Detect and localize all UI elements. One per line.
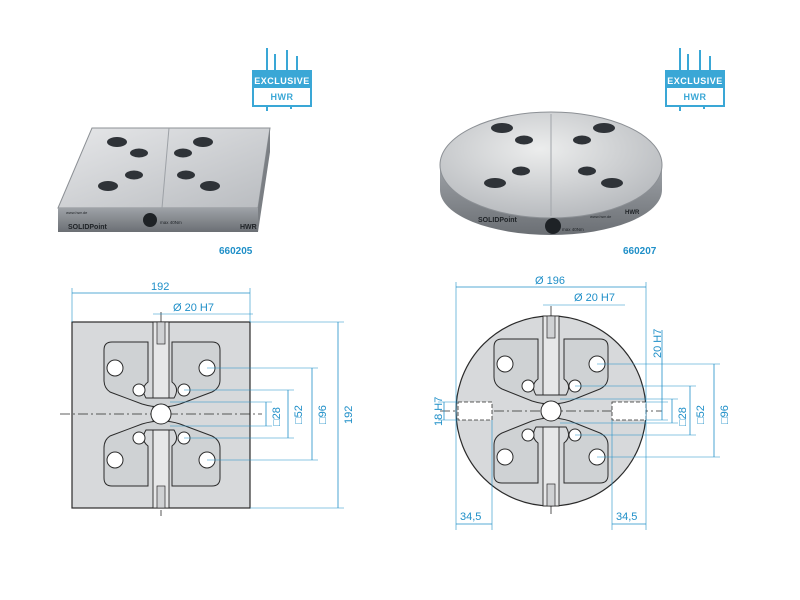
dim-width: 192 [151, 281, 169, 293]
dim-slot-horizontal: 18 H7 [433, 397, 445, 426]
dim-slot-vertical: 20 H7 [652, 329, 664, 358]
exclusive-hwr-badge: EXCLUSIVE HWR [252, 48, 312, 111]
dim-96: □96 [719, 405, 731, 424]
dim-height: 192 [343, 406, 355, 424]
badge-bottom-text: HWR [665, 86, 725, 107]
web-label: www.hwr.de [66, 210, 88, 215]
dim-edge-left: 34,5 [460, 511, 481, 523]
maker-label: HWR [240, 224, 257, 231]
square-drawing [60, 288, 344, 516]
dim-96: □96 [317, 405, 329, 424]
brand-label: SOLIDPoint [478, 217, 518, 224]
brand-label: SOLIDPoint [68, 224, 108, 231]
dim-28: □28 [271, 407, 283, 426]
maker-label: HWR [625, 210, 640, 216]
dim-edge-right: 34,5 [616, 511, 637, 523]
exclusive-hwr-badge: EXCLUSIVE HWR [665, 48, 725, 111]
round-plate-photo: SOLIDPoint HWR max 40Nm www.hwr.de [439, 111, 663, 235]
square-plate-photo: SOLIDPoint HWR max 40Nm www.hwr.de [57, 127, 271, 232]
dim-bore: Ø 20 H7 [173, 302, 214, 314]
round-drawing [438, 282, 720, 530]
dim-bore: Ø 20 H7 [574, 292, 615, 304]
dim-52: □52 [293, 405, 305, 424]
part-number-square: 660205 [219, 246, 253, 257]
web-label: www.hwr.de [590, 214, 612, 219]
knob-label: max 40Nm [562, 227, 584, 232]
dim-28: □28 [677, 407, 689, 426]
dim-52: □52 [695, 405, 707, 424]
knob-label: max 40Nm [160, 220, 182, 225]
part-number-round: 660207 [623, 246, 657, 257]
badge-bottom-text: HWR [252, 86, 312, 107]
dim-diameter: Ø 196 [535, 275, 565, 287]
